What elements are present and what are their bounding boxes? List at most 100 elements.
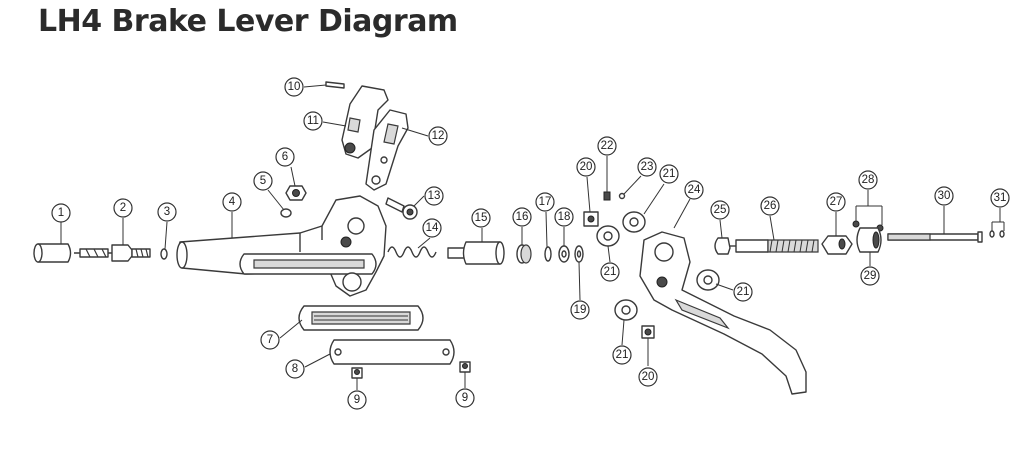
part-pin	[325, 81, 345, 89]
svg-text:14: 14	[426, 222, 439, 234]
part-set-screw	[603, 191, 611, 201]
svg-text:1: 1	[58, 207, 64, 219]
svg-text:28: 28	[862, 174, 875, 186]
svg-text:11: 11	[307, 115, 319, 127]
part-pivot-cam	[341, 85, 389, 159]
callout-21-left: 21	[600, 262, 620, 282]
svg-text:21: 21	[737, 286, 750, 298]
part-washer-small	[280, 208, 292, 218]
callout-16: 16	[512, 207, 532, 227]
parts	[33, 81, 1005, 395]
svg-text:21: 21	[663, 168, 676, 180]
svg-text:9: 9	[354, 394, 360, 406]
part-clamp-plate	[298, 305, 424, 331]
page-title: LH4 Brake Lever Diagram	[38, 4, 458, 39]
callout-1: 1	[51, 203, 71, 223]
part-end-cap	[33, 243, 72, 263]
callout-2: 2	[113, 198, 133, 218]
svg-text:31: 31	[994, 192, 1007, 204]
callouts: 1 2 3 4 5 6 7 8 9 9 10 11 12 13 14 15 16…	[51, 77, 1010, 410]
callout-17: 17	[535, 192, 555, 212]
svg-text:5: 5	[260, 175, 266, 187]
callout-30: 30	[934, 186, 954, 206]
part-o-ring	[160, 248, 168, 260]
part-spring	[387, 246, 437, 258]
callout-24: 24	[684, 180, 704, 200]
svg-text:19: 19	[574, 304, 587, 316]
part-seal	[516, 244, 532, 264]
svg-text:20: 20	[580, 161, 593, 173]
callout-7: 7	[260, 330, 280, 350]
part-o-ring-2	[544, 246, 552, 262]
callout-20-bottom: 20	[638, 367, 658, 387]
part-reach-link	[365, 109, 409, 191]
part-adjuster-knob	[714, 237, 738, 255]
part-lever-body	[176, 195, 387, 297]
svg-text:2: 2	[120, 202, 126, 214]
callout-21-right: 21	[733, 282, 753, 302]
part-washer	[558, 245, 570, 263]
part-long-pin	[887, 231, 983, 243]
svg-text:21: 21	[604, 266, 617, 278]
callout-29: 29	[860, 266, 880, 286]
callout-4: 4	[222, 192, 242, 212]
part-ball	[618, 192, 626, 200]
callout-3: 3	[157, 202, 177, 222]
part-cam	[856, 227, 882, 253]
part-nut	[821, 235, 853, 255]
svg-text:23: 23	[641, 161, 654, 173]
part-nut-small	[285, 185, 307, 201]
callout-23: 23	[637, 157, 657, 177]
callout-12: 12	[428, 126, 448, 146]
callout-9-right: 9	[455, 388, 475, 408]
callout-27: 27	[826, 192, 846, 212]
callout-9-left: 9	[347, 390, 367, 410]
svg-text:3: 3	[164, 206, 170, 218]
part-adjust-screw	[385, 197, 418, 220]
callout-26: 26	[760, 196, 780, 216]
svg-text:4: 4	[229, 196, 236, 208]
callout-20-top: 20	[576, 157, 596, 177]
svg-text:15: 15	[475, 212, 488, 224]
svg-text:16: 16	[516, 211, 529, 223]
callout-19: 19	[570, 300, 590, 320]
svg-text:27: 27	[830, 196, 843, 208]
callout-6: 6	[275, 147, 295, 167]
callout-15: 15	[471, 208, 491, 228]
callout-21-top: 21	[659, 164, 679, 184]
svg-text:10: 10	[288, 81, 301, 93]
callout-28: 28	[858, 170, 878, 190]
svg-text:30: 30	[938, 190, 951, 202]
callout-13: 13	[424, 186, 444, 206]
svg-text:20: 20	[642, 371, 655, 383]
callout-14: 14	[422, 218, 442, 238]
part-bushing-screw-bottom	[641, 325, 655, 339]
callout-25: 25	[710, 200, 730, 220]
part-e-clips	[989, 230, 1005, 238]
part-hose-fitting	[74, 244, 151, 262]
svg-text:12: 12	[432, 130, 445, 142]
leader-lines	[60, 84, 1005, 390]
part-detent-ball-a	[852, 220, 860, 228]
svg-text:29: 29	[864, 270, 877, 282]
callout-10: 10	[284, 77, 304, 97]
svg-text:22: 22	[601, 140, 614, 152]
svg-text:9: 9	[462, 392, 468, 404]
svg-text:17: 17	[539, 196, 552, 208]
part-threaded-rod	[735, 239, 819, 253]
svg-text:8: 8	[292, 363, 298, 375]
svg-text:7: 7	[267, 334, 273, 346]
part-washer-2	[574, 245, 584, 263]
svg-text:13: 13	[428, 190, 441, 202]
callout-11: 11	[303, 111, 323, 131]
part-piston	[447, 241, 505, 265]
svg-text:25: 25	[714, 204, 727, 216]
callout-18: 18	[554, 207, 574, 227]
svg-text:24: 24	[688, 184, 701, 196]
callout-8: 8	[285, 359, 305, 379]
callout-31: 31	[990, 188, 1010, 208]
part-bushing-screw-top	[583, 211, 599, 227]
part-lever-blade	[639, 231, 807, 395]
part-screw-right	[459, 361, 471, 373]
